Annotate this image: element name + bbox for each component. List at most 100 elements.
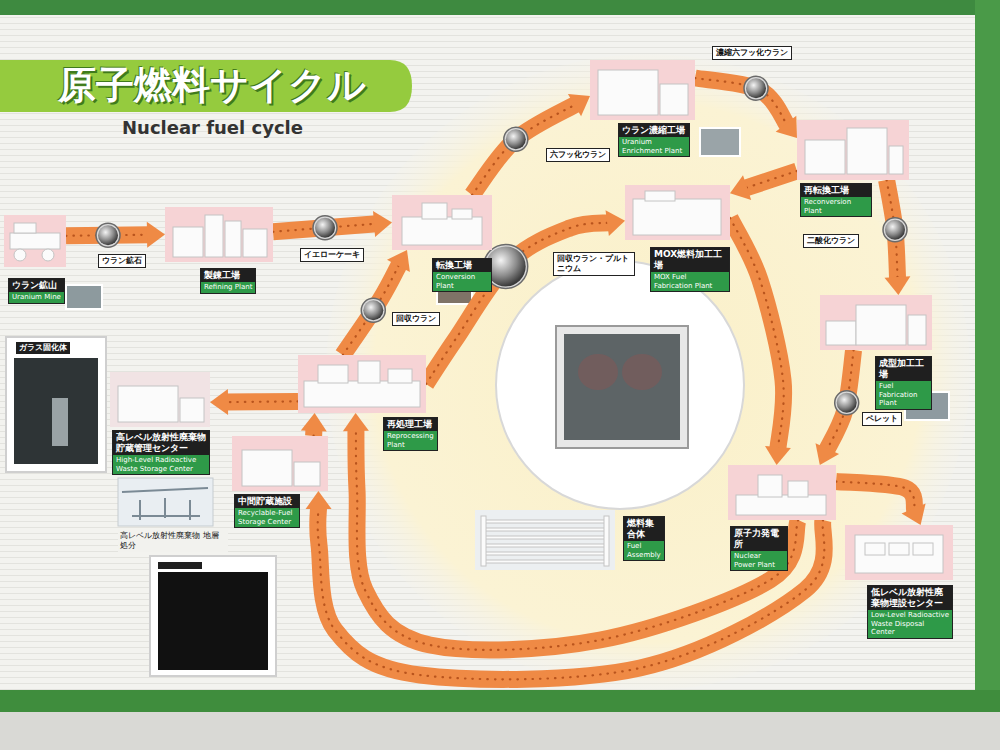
model-block: [485, 560, 605, 563]
flow-arrow: [301, 413, 327, 436]
flow-arrow: [836, 482, 926, 526]
facility-model: [4, 215, 66, 267]
model-block: [485, 552, 605, 555]
flow-arrow: [210, 389, 298, 415]
sample-dome: [315, 218, 335, 238]
model-block: [645, 191, 675, 201]
screen-reflection: [622, 354, 662, 390]
material-tag: 六フッ化ウラン: [546, 148, 610, 162]
sample-dome-rim: [361, 298, 385, 322]
facility-model: [165, 207, 273, 262]
facility-box: 転換工場Conversion Plant: [392, 195, 492, 250]
arrow-head: [301, 413, 327, 432]
material-tag: ウラン鉱石: [98, 254, 146, 268]
facility-tag: 再転換工場Reconversion Plant: [800, 183, 872, 217]
facility-tag: 燃料集合体Fuel Assembly: [623, 516, 665, 561]
facility-tag: 製錬工場Refining Plant: [200, 268, 256, 294]
facility-tag: 中間貯蔵施設Recyclable-Fuel Storage Center: [234, 494, 300, 528]
facility-name: 再処理工場: [384, 418, 437, 431]
arrow-dots: [343, 263, 400, 355]
model-block: [788, 481, 808, 497]
arrow-dots: [695, 78, 788, 126]
facility-name-en: Uranium Enrichment Plant: [619, 137, 689, 156]
model-block: [358, 361, 380, 383]
facility-name: 転換工場: [433, 259, 491, 272]
facility-tag: MOX燃料加工工場MOX Fuel Fabrication Plant: [650, 247, 730, 292]
facility-name: ウラン濃縮工場: [619, 124, 689, 137]
arrow-dots: [356, 428, 798, 650]
model-block: [604, 516, 609, 566]
facility-box: ウラン濃縮工場Uranium Enrichment Plant: [590, 60, 695, 120]
facility-name-en: MOX Fuel Fabrication Plant: [651, 272, 729, 291]
model-block: [485, 536, 605, 539]
arrow-shaft: [356, 428, 798, 650]
arrow-shaft: [225, 393, 298, 411]
facility-model: [392, 195, 492, 250]
facility-name-en: Fuel Assembly: [624, 541, 664, 560]
facility-tag: ウラン濃縮工場Uranium Enrichment Plant: [618, 123, 690, 157]
model-block: [243, 229, 267, 257]
sample-window: [150, 556, 276, 676]
facility-name: 製錬工場: [201, 269, 255, 282]
model-block: [805, 140, 845, 174]
model-block: [388, 369, 412, 383]
flow-arrow: [730, 218, 791, 465]
facility-name: MOX燃料加工工場: [651, 248, 729, 272]
board: [0, 15, 975, 690]
facility-box: 再処理工場Reprocessing Plant: [298, 355, 426, 413]
sample-dome: [746, 78, 766, 98]
facility-box: 高レベル放射性廃棄物貯蔵管理センターHigh-Level Radioactive…: [110, 372, 210, 427]
sample-dome: [363, 300, 383, 320]
facility-name-en: Reconversion Plant: [801, 197, 871, 216]
arrow-shaft: [744, 171, 797, 189]
flow-arrow: [343, 413, 798, 650]
arrow-dots: [318, 506, 825, 679]
model-block: [736, 495, 826, 515]
arrow-head: [606, 210, 626, 236]
facility-name: ウラン鉱山: [9, 279, 64, 292]
facility-box: 再転換工場Reconversion Plant: [797, 120, 909, 180]
model-block: [14, 223, 36, 233]
flow-arrow: [472, 94, 590, 195]
sample-window: [6, 337, 106, 472]
facility-tag: 転換工場Conversion Plant: [432, 258, 492, 292]
sample-dome: [98, 225, 118, 245]
model-block: [660, 84, 688, 115]
facility-model: [590, 60, 695, 120]
facility-model: [625, 185, 730, 240]
sample-window-header: [158, 562, 202, 569]
arrow-shaft: [836, 482, 915, 512]
arrow-head: [730, 175, 751, 200]
model-block: [889, 543, 909, 555]
facility-box: 製錬工場Refining Plant: [165, 207, 273, 262]
material-tag: 回収ウラン: [392, 312, 440, 326]
frame-top: [0, 0, 1000, 15]
facility-name-en: Recyclable-Fuel Storage Center: [235, 508, 299, 527]
arrow-head: [568, 94, 590, 116]
flow-arrow: [695, 76, 797, 138]
facility-model: [845, 525, 953, 580]
model-block: [422, 203, 447, 219]
arrow-head: [306, 491, 332, 509]
photo: [700, 128, 740, 156]
facility-name-en: Low-Level Radioactive Waste Disposal Cen…: [868, 610, 952, 638]
model-block: [402, 217, 482, 245]
model-block: [225, 221, 241, 257]
model-block: [485, 520, 605, 523]
model-block: [304, 381, 420, 407]
model-block: [294, 462, 320, 486]
facility-name: 成型加工工場: [876, 357, 931, 381]
facility-box: MOX燃料加工工場MOX Fuel Fabrication Plant: [625, 185, 730, 240]
material-tag: ペレット: [862, 412, 902, 426]
arrow-head: [885, 276, 911, 295]
sample-dome-rim: [96, 223, 120, 247]
model-block: [205, 215, 223, 257]
model-block: [633, 199, 721, 235]
screen: [564, 334, 680, 440]
screen-frame: [556, 326, 688, 448]
model-block: [485, 544, 605, 547]
model-block: [485, 528, 605, 531]
sample-dome-rim: [744, 76, 768, 100]
facility-name: 低レベル放射性廃棄物埋設センター: [868, 586, 952, 610]
